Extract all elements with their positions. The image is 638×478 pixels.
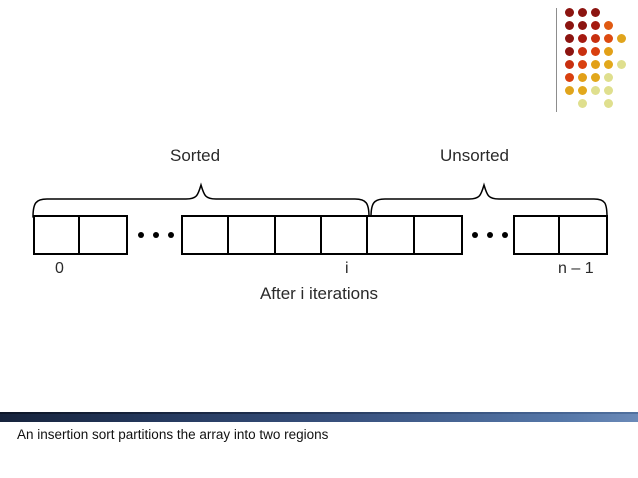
caption-divider-bar xyxy=(0,412,638,422)
logo-dot xyxy=(591,21,600,30)
logo-dot xyxy=(591,86,600,95)
logo-dot xyxy=(578,60,587,69)
logo-dot xyxy=(565,73,574,82)
logo-dot xyxy=(591,34,600,43)
array-row xyxy=(0,215,638,255)
index-label-last: n – 1 xyxy=(558,260,594,277)
logo-dot xyxy=(578,8,587,17)
array-cell xyxy=(322,217,369,253)
diagram-caption: After i iterations xyxy=(259,284,379,303)
logo-dot xyxy=(565,86,574,95)
array-group-right xyxy=(513,215,608,255)
sorted-brace-icon xyxy=(32,182,370,218)
logo-vertical-rule xyxy=(556,8,557,112)
logo-dot xyxy=(578,86,587,95)
array-cell xyxy=(515,217,561,253)
logo-dot xyxy=(604,47,613,56)
logo-dot xyxy=(604,73,613,82)
logo-dot xyxy=(565,60,574,69)
logo-dot xyxy=(565,47,574,56)
ellipsis-dot xyxy=(168,232,174,238)
array-cell xyxy=(35,217,81,253)
index-label-first: 0 xyxy=(55,260,64,277)
logo-dot xyxy=(591,47,600,56)
array-group-left xyxy=(33,215,128,255)
logo-dot xyxy=(578,34,587,43)
ellipsis-dot xyxy=(502,232,508,238)
ellipsis-dot xyxy=(487,232,493,238)
right-ellipsis xyxy=(472,215,508,255)
logo-dot-grid xyxy=(565,8,637,112)
logo-dot xyxy=(604,86,613,95)
ellipsis-dot xyxy=(138,232,144,238)
array-group-middle xyxy=(181,215,463,255)
array-cell xyxy=(276,217,323,253)
logo-dot xyxy=(604,21,613,30)
left-ellipsis xyxy=(138,215,174,255)
logo-dot xyxy=(565,8,574,17)
array-cell xyxy=(415,217,461,253)
logo-dot xyxy=(591,60,600,69)
logo-dot xyxy=(591,73,600,82)
array-cell xyxy=(560,217,606,253)
array-cell xyxy=(183,217,230,253)
logo-dot xyxy=(617,34,626,43)
unsorted-brace-icon xyxy=(370,182,608,218)
logo-dot xyxy=(578,21,587,30)
slide-bottom-caption: An insertion sort partitions the array i… xyxy=(17,427,329,442)
logo-dot xyxy=(591,8,600,17)
array-cell xyxy=(368,217,415,253)
caption-divider-highlight xyxy=(0,412,638,414)
logo-dot xyxy=(565,34,574,43)
logo-dot xyxy=(604,60,613,69)
array-cell xyxy=(80,217,126,253)
sorted-region-label: Sorted xyxy=(170,146,221,165)
logo-dot xyxy=(578,73,587,82)
region-braces xyxy=(32,182,608,218)
ellipsis-dot xyxy=(153,232,159,238)
index-label-middle: i xyxy=(345,260,349,277)
dot-grid-logo xyxy=(548,0,638,125)
logo-dot xyxy=(604,34,613,43)
insertion-sort-diagram: Sorted Unsorted xyxy=(0,132,638,327)
logo-dot xyxy=(578,47,587,56)
logo-dot xyxy=(578,99,587,108)
logo-dot xyxy=(604,99,613,108)
logo-dot xyxy=(565,21,574,30)
ellipsis-dot xyxy=(472,232,478,238)
array-cell xyxy=(229,217,276,253)
logo-dot xyxy=(617,60,626,69)
unsorted-region-label: Unsorted xyxy=(440,146,509,165)
